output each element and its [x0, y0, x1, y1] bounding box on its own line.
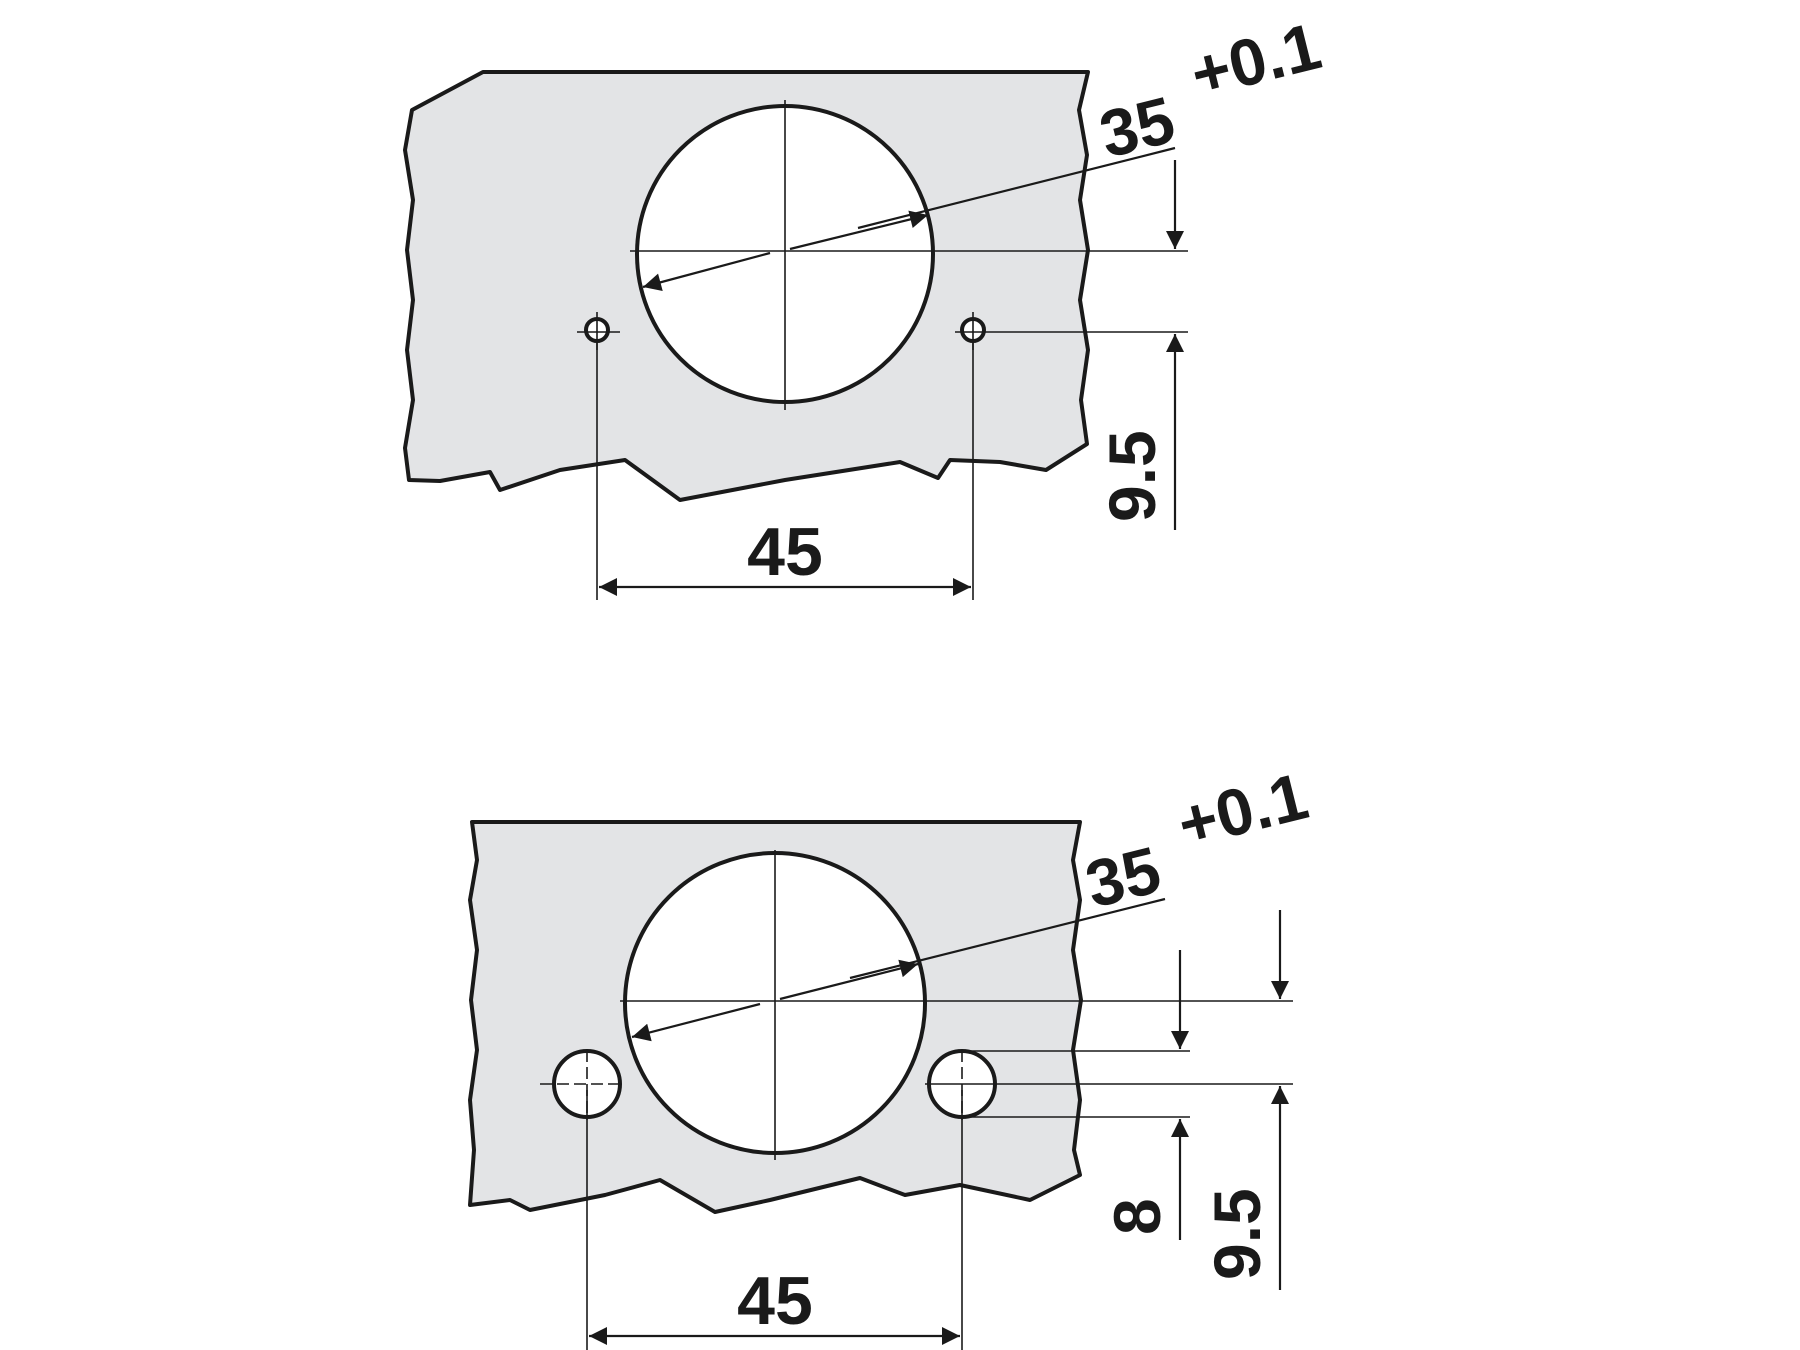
- top-offset-label: 9.5: [1095, 430, 1169, 522]
- top-diameter-label: 35: [1092, 82, 1181, 172]
- bottom-drawing: 35 +0.1 45 8 9.5: [468, 758, 1315, 1350]
- bottom-offset-inner-label: 8: [1100, 1198, 1174, 1235]
- bottom-tolerance-label: +0.1: [1170, 758, 1314, 861]
- top-tolerance-label: +0.1: [1183, 8, 1327, 111]
- bottom-diameter-label: 35: [1078, 832, 1167, 922]
- bottom-diameter-arrow-left: [631, 1002, 761, 1042]
- top-diameter-arrow-right: [789, 210, 929, 251]
- top-drawing: 35 +0.1 45 9.5: [403, 8, 1328, 600]
- bottom-diameter-arrow-right: [779, 959, 919, 1001]
- bottom-offset-outer-label: 9.5: [1200, 1188, 1274, 1280]
- top-diameter-arrow-left: [642, 251, 771, 292]
- top-spacing-label: 45: [747, 514, 823, 590]
- bottom-spacing-label: 45: [737, 1263, 813, 1339]
